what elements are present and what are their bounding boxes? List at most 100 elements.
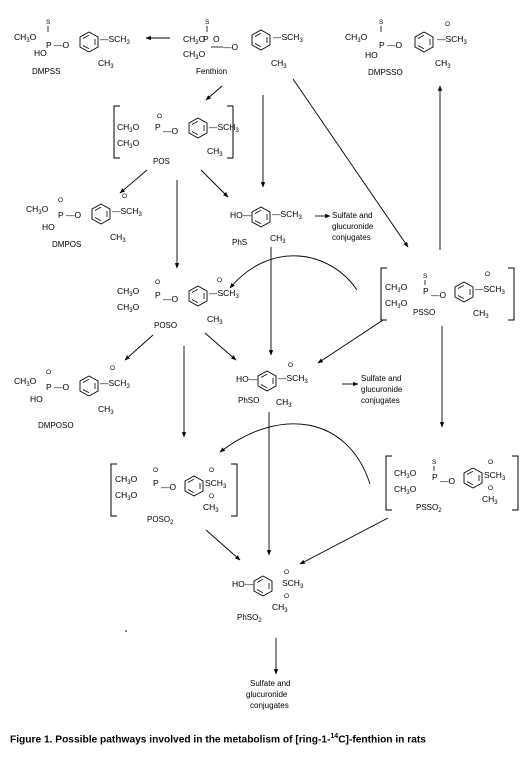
arrow-poso-dmposo (124, 334, 154, 361)
arrow-poso2-phso2 (205, 529, 241, 561)
svg-text:CH3: CH3 (272, 602, 288, 614)
arrow-fenthion-pos (205, 85, 223, 101)
psso-structure: S CH3O P —O CH3O O —SCH3 CH3 (385, 271, 505, 320)
dmpos-structure: O CH3O P HO —O O —SCH3 CH3 (26, 193, 142, 244)
svg-text:CH3: CH3 (276, 397, 292, 409)
dmpsso-label: DMPSSO (368, 68, 403, 77)
arrow-psso-phso (317, 319, 384, 364)
svg-text:CH3: CH3 (98, 58, 114, 70)
svg-text:O: O (213, 34, 220, 44)
svg-text:CH3O: CH3O (117, 302, 140, 314)
dmpss-structure: S CH3O P HO —O —SCH3 CH3 (14, 19, 130, 70)
svg-text:—O: —O (387, 40, 403, 50)
svg-text:—O: —O (163, 126, 179, 136)
svg-text:CH3: CH3 (271, 58, 287, 70)
svg-text:CH3O: CH3O (394, 468, 417, 480)
conjugates-3: Sulfate and glucuronide conjugates (246, 679, 290, 710)
svg-text:SCH3: SCH3 (205, 478, 227, 490)
arrow-curve-psso-poso (229, 255, 358, 291)
svg-text:CH3O: CH3O (183, 49, 206, 61)
pos-bracket (113, 105, 234, 159)
psso2-structure: S CH3O P —O CH3O O SCH3 O CH3 (394, 459, 506, 506)
svg-text:HO: HO (42, 222, 55, 232)
svg-text:O: O (284, 569, 289, 576)
phso2-structure: HO— O SCH3 O CH3 (232, 569, 304, 614)
arrow-pos-dmpos (119, 169, 148, 194)
svg-text:CH3: CH3 (207, 146, 223, 158)
svg-text:O: O (209, 493, 214, 500)
svg-text:CH3O: CH3O (115, 490, 138, 502)
svg-text:CH3O: CH3O (117, 122, 140, 134)
svg-text:CH3: CH3 (482, 494, 498, 506)
poso-label: POSO (154, 321, 177, 330)
svg-text:CH3O: CH3O (26, 204, 49, 216)
svg-text:O: O (217, 277, 222, 284)
svg-text:O: O (153, 467, 158, 474)
pathway-arrows (119, 35, 445, 675)
poso-structure: O CH3O P —O CH3O O —SCH3 CH3 (117, 277, 239, 326)
pos-label: POS (153, 157, 170, 166)
svg-text:conjugates: conjugates (332, 233, 371, 242)
dmpos-label: DMPOS (52, 240, 81, 249)
svg-text:CH3O: CH3O (385, 298, 408, 310)
stray-dot (125, 630, 127, 632)
phso2-label: PhSO2 (237, 613, 262, 624)
svg-text:—O: —O (440, 476, 456, 486)
arrow-pos-phs (200, 169, 229, 198)
svg-text:—SCH3: —SCH3 (437, 34, 467, 46)
dmpss-label: DMPSS (32, 67, 60, 76)
svg-text:—O: —O (66, 210, 82, 220)
svg-text:P: P (432, 472, 438, 482)
svg-text:—O: —O (54, 382, 70, 392)
svg-text:P: P (155, 290, 161, 300)
svg-text:—SCH3: —SCH3 (209, 288, 239, 300)
svg-text:glucuronide: glucuronide (246, 690, 288, 699)
fenthion-structure: S CH3O P O CH3O —O —SCH3 CH3 (183, 19, 303, 70)
svg-text:CH3O: CH3O (345, 32, 368, 44)
svg-text:conjugates: conjugates (361, 396, 400, 405)
svg-text:—O: —O (163, 294, 179, 304)
svg-text:P: P (423, 286, 429, 296)
svg-text:SCH3: SCH3 (282, 578, 304, 590)
svg-text:—SCH3: —SCH3 (100, 378, 130, 390)
svg-text:CH3O: CH3O (117, 286, 140, 298)
pos-structure: O CH3O P —O CH3O —SCH3 CH3 (117, 113, 239, 158)
svg-text:CH3: CH3 (270, 233, 286, 245)
svg-text:—SCH3: —SCH3 (278, 373, 308, 385)
poso2-structure: O CH3O P —O CH3O O SCH3 O CH3 (115, 467, 227, 514)
svg-text:—O: —O (223, 42, 239, 52)
svg-text:—SCH3: —SCH3 (272, 209, 302, 221)
arrow-psso2-phso2 (299, 517, 389, 565)
svg-text:CH3O: CH3O (183, 34, 206, 46)
svg-text:CH3: CH3 (435, 58, 451, 70)
svg-text:P: P (46, 40, 52, 50)
psso-label: PSSO (413, 308, 435, 317)
svg-text:O: O (488, 459, 493, 466)
psso2-label: PSSO2 (416, 503, 442, 514)
svg-text:HO—: HO— (236, 374, 258, 384)
dmposo-structure: O CH3O P HO —O O —SCH3 CH3 (14, 365, 130, 416)
conjugates-2: Sulfate and glucuronide conjugates (361, 374, 403, 405)
svg-text:O: O (157, 113, 162, 120)
svg-text:CH3O: CH3O (117, 138, 140, 150)
svg-text:P: P (153, 478, 159, 488)
arrow-fenthion-psso (292, 78, 409, 248)
arrow-curve-psso2-poso2 (219, 423, 371, 485)
svg-text:P: P (46, 382, 52, 392)
svg-text:—O: —O (161, 482, 177, 492)
psso-bracket (380, 267, 515, 321)
svg-text:—SCH3: —SCH3 (209, 122, 239, 134)
svg-text:O: O (445, 21, 450, 28)
svg-text:S: S (379, 19, 384, 26)
poso2-bracket (110, 463, 238, 517)
phs-label: PhS (232, 238, 247, 247)
svg-text:—SCH3: —SCH3 (475, 284, 505, 296)
svg-text:SCH3: SCH3 (484, 470, 506, 482)
phso-label: PhSO (238, 396, 259, 405)
psso2-bracket (385, 455, 519, 511)
svg-text:—SCH3: —SCH3 (100, 34, 130, 46)
svg-text:O: O (288, 362, 293, 369)
svg-text:O: O (58, 197, 63, 204)
svg-text:P: P (379, 40, 385, 50)
